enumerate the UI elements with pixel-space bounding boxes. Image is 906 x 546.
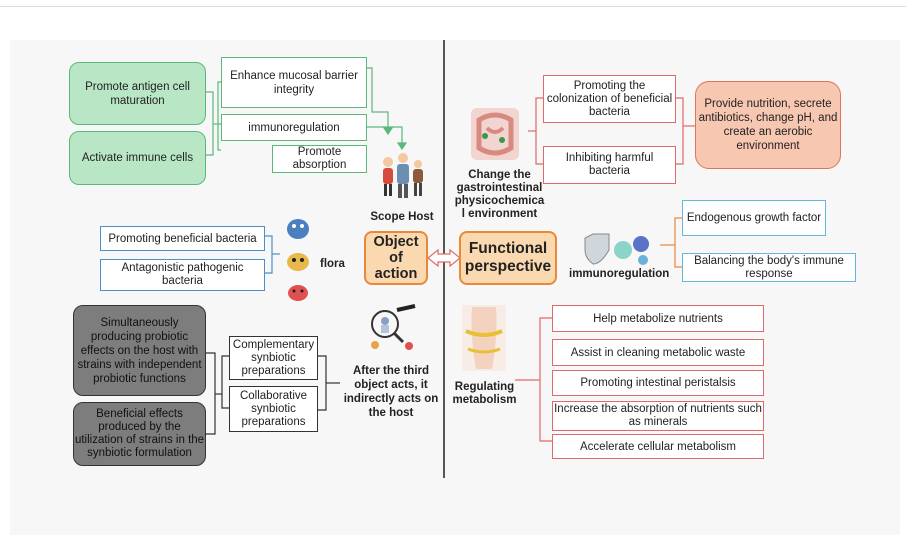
endogenous-growth-text: Endogenous growth factor [686, 211, 822, 224]
metabolism-item: Increase the absorption of nutrients suc… [552, 401, 764, 431]
simultaneous-effects-text: Simultaneously producing probiotic effec… [77, 316, 202, 385]
complementary-text: Complementary synbiotic preparations [232, 338, 315, 377]
immunoregulation-right-label: immunoregulation [569, 268, 670, 280]
third-object-label: After the third object acts, it indirect… [343, 365, 439, 419]
metabolism-item-text: Assist in cleaning metabolic waste [570, 346, 746, 359]
bacteria-icon [287, 219, 309, 301]
colonization-text: Promoting the colonization of beneficial… [546, 79, 673, 118]
immunoregulation-left-text: immunoregulation [248, 121, 340, 134]
beneficial-effects-box: Beneficial effects produced by the utili… [73, 402, 206, 466]
metabolism-item: Accelerate cellular metabolism [552, 434, 764, 459]
antagonistic-box: Antagonistic pathogenic bacteria [100, 259, 265, 291]
scope-host-label: Scope Host [370, 211, 434, 223]
top-divider [0, 6, 906, 7]
balancing-immune-text: Balancing the body's immune response [694, 254, 844, 280]
gi-environment-label: Change the gastrointestinal physicochemi… [454, 169, 545, 220]
colonization-box: Promoting the colonization of beneficial… [543, 75, 676, 123]
promote-antigen-text: Promote antigen cell maturation [85, 80, 190, 107]
metabolism-item: Help metabolize nutrients [552, 305, 764, 332]
inhibiting-harmful-text: Inhibiting harmful bacteria [565, 152, 654, 177]
metabolism-item: Promoting intestinal peristalsis [552, 370, 764, 396]
promoting-beneficial-box: Promoting beneficial bacteria [100, 226, 265, 251]
metabolism-item-text: Accelerate cellular metabolism [580, 440, 736, 453]
complementary-box: Complementary synbiotic preparations [229, 336, 318, 380]
promote-absorption-text: Promote absorption [292, 146, 347, 171]
provide-nutrition-box: Provide nutrition, secrete antibiotics, … [695, 81, 841, 169]
functional-perspective-text: Functional perspective [464, 240, 552, 275]
collaborative-box: Collaborative synbiotic preparations [229, 386, 318, 432]
promote-absorption-box: Promote absorption [272, 145, 367, 173]
promoting-beneficial-text: Promoting beneficial bacteria [108, 232, 257, 245]
provide-nutrition-text: Provide nutrition, secrete antibiotics, … [698, 98, 838, 152]
balancing-immune-box: Balancing the body's immune response [682, 253, 856, 282]
object-of-action-box: Object of action [364, 231, 428, 285]
collaborative-text: Collaborative synbiotic preparations [239, 389, 308, 428]
immunoregulation-left-box: immunoregulation [221, 114, 367, 141]
regulating-metabolism-label: Regulating metabolism [452, 381, 517, 406]
mucosal-barrier-box: Enhance mucosal barrier integrity [221, 57, 367, 108]
metabolism-item-text: Help metabolize nutrients [593, 312, 723, 325]
antagonistic-text: Antagonistic pathogenic bacteria [121, 262, 244, 287]
lab-scientist-icon [371, 304, 416, 350]
inhibiting-harmful-box: Inhibiting harmful bacteria [543, 146, 676, 184]
endogenous-growth-box: Endogenous growth factor [682, 200, 826, 236]
family-icon [383, 153, 423, 198]
metabolism-item-text: Increase the absorption of nutrients suc… [554, 403, 762, 428]
activate-immune-text: Activate immune cells [81, 152, 194, 164]
metabolism-item: Assist in cleaning metabolic waste [552, 339, 764, 366]
simultaneous-effects-box: Simultaneously producing probiotic effec… [73, 305, 206, 396]
flora-label: flora [320, 258, 345, 270]
immune-shield-icon [584, 233, 649, 265]
object-of-action-text: Object of action [373, 234, 419, 282]
activate-immune-box: Activate immune cells [69, 131, 206, 185]
intestine-icon [471, 108, 519, 160]
promote-antigen-box: Promote antigen cell maturation [69, 62, 206, 125]
beneficial-effects-text: Beneficial effects produced by the utili… [74, 408, 205, 459]
mucosal-barrier-text: Enhance mucosal barrier integrity [230, 69, 358, 96]
waist-measure-icon [462, 305, 506, 371]
metabolism-item-text: Promoting intestinal peristalsis [580, 377, 736, 389]
functional-perspective-box: Functional perspective [459, 231, 557, 285]
